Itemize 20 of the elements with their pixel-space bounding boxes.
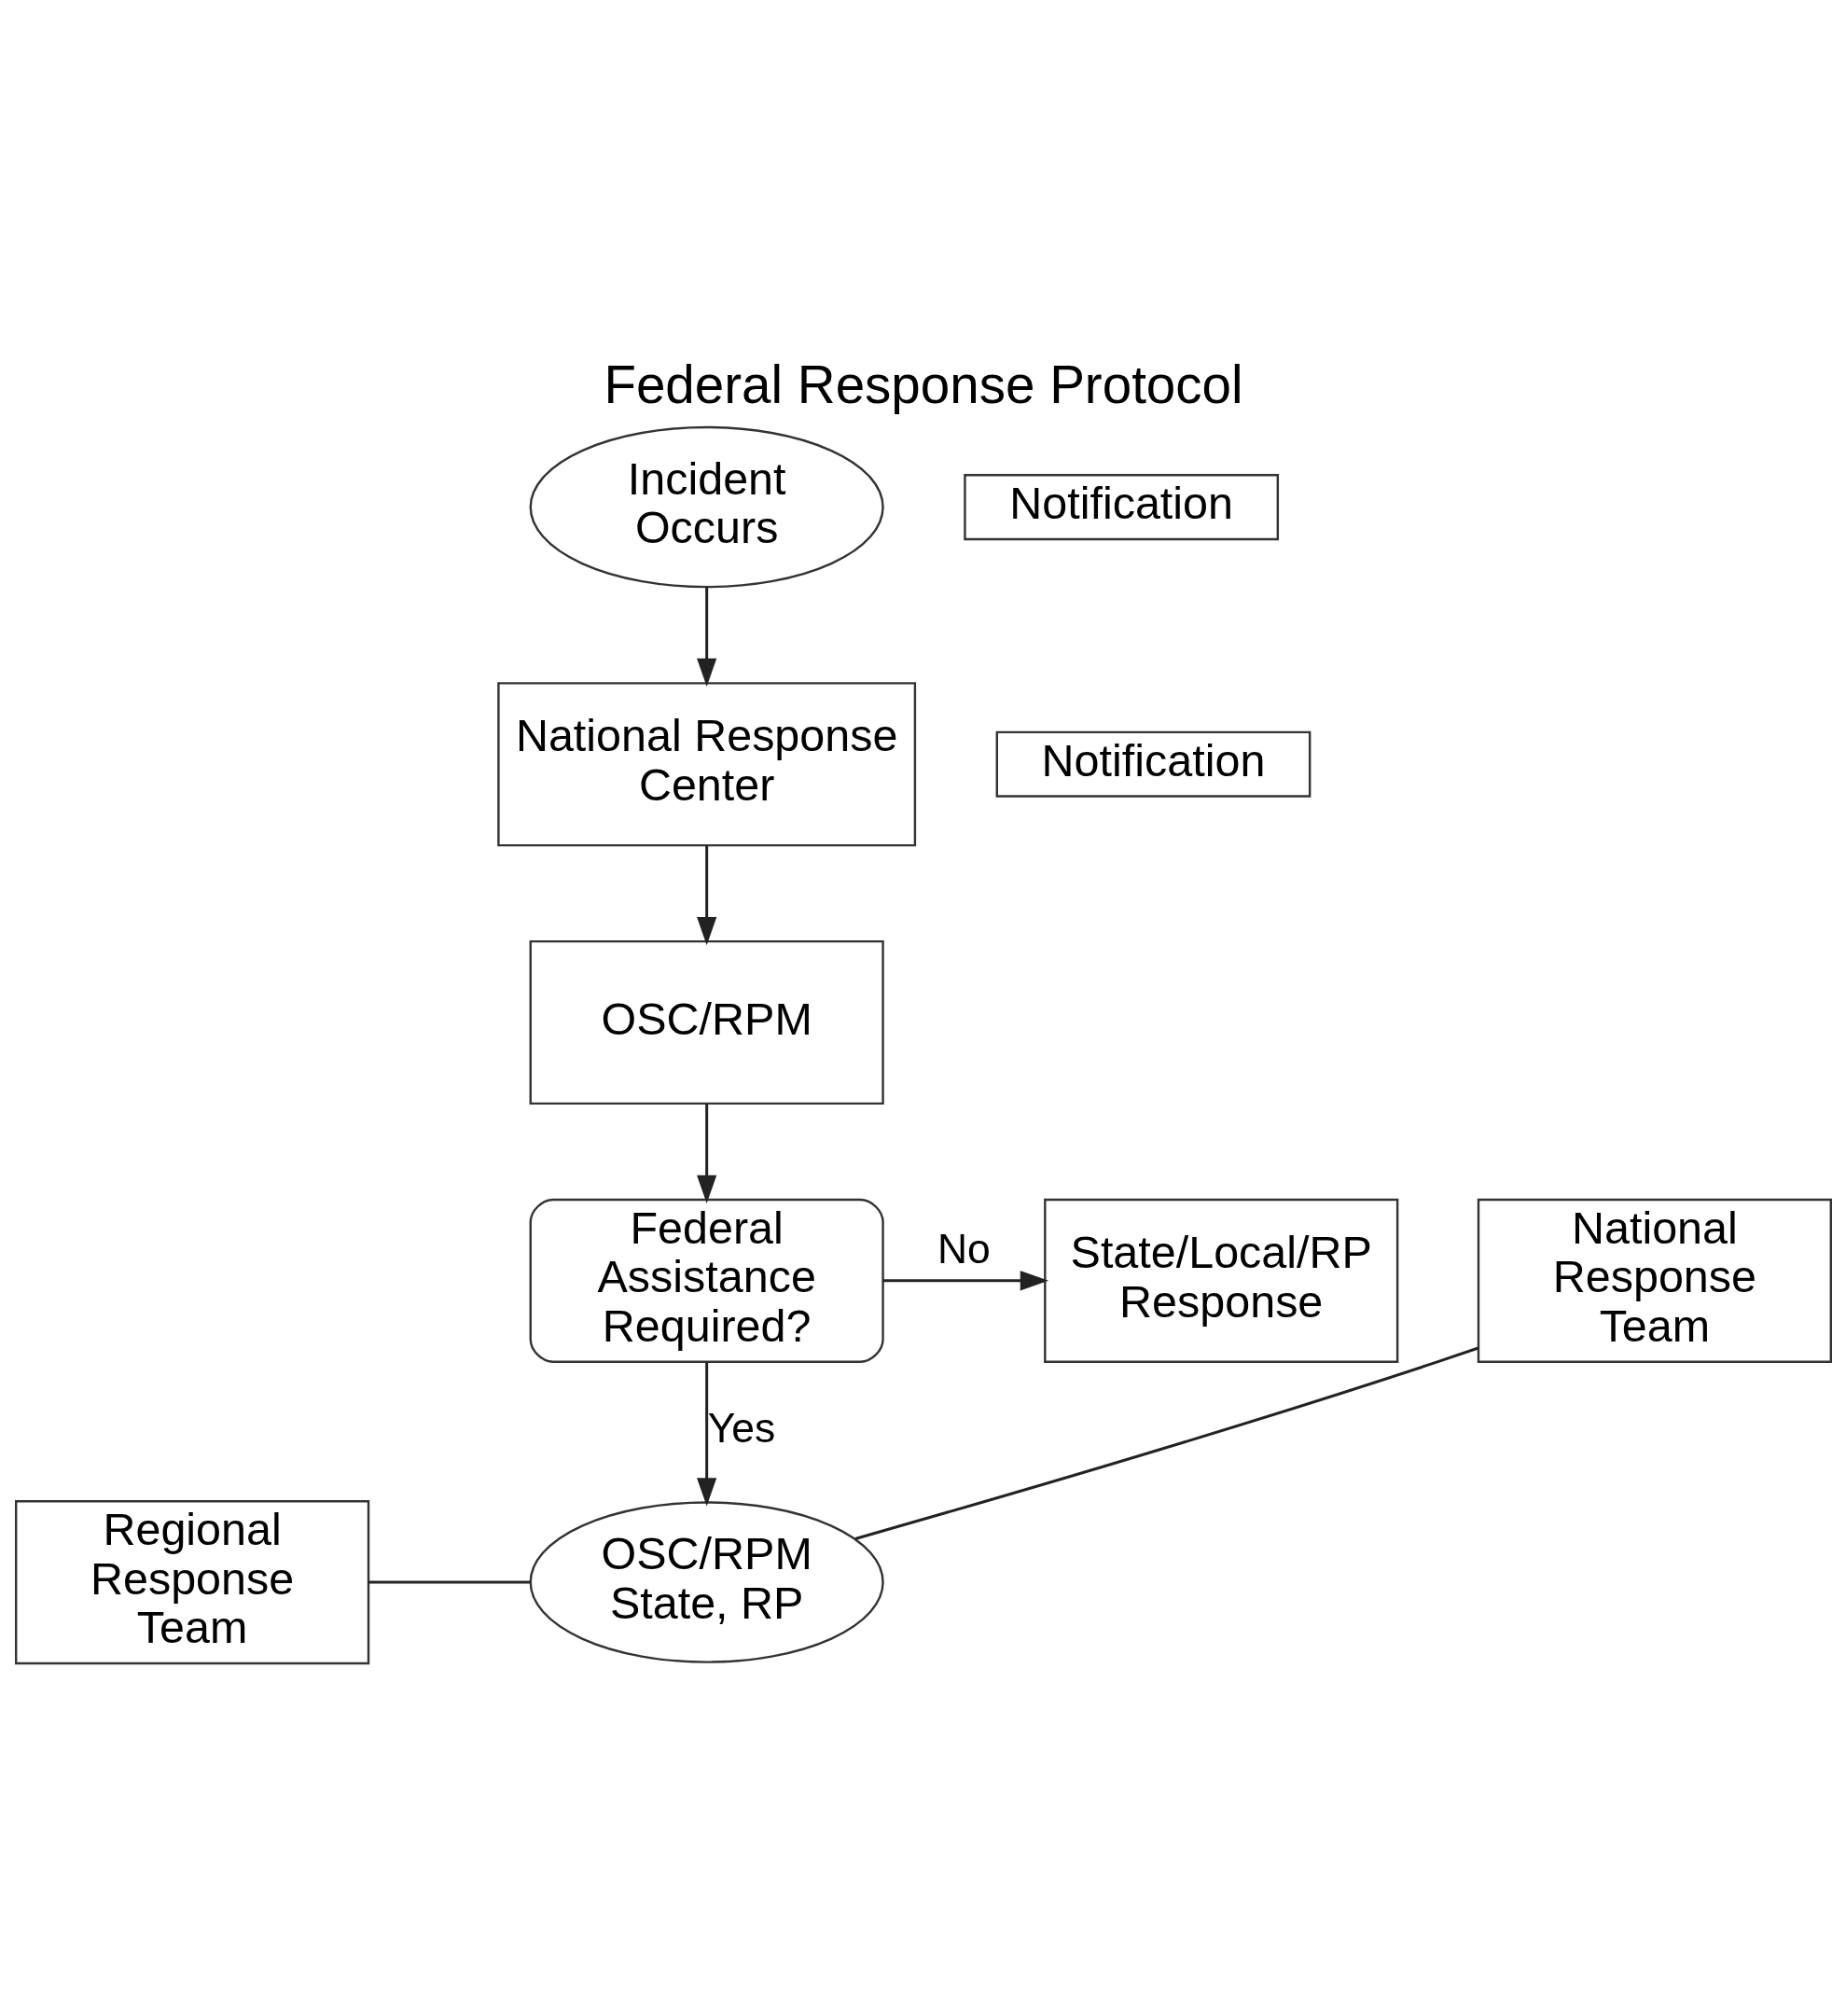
arrow <box>696 1104 716 1203</box>
connector <box>368 1580 531 1584</box>
node-ellipse: Incident Occurs <box>529 425 884 588</box>
node-box: OSC/RPM <box>529 939 884 1105</box>
node-box: National Response Center <box>496 681 916 846</box>
edge-label: Yes <box>707 1404 775 1451</box>
diagram-title: Federal Response Protocol <box>603 355 1243 414</box>
edge-label: No <box>937 1225 991 1272</box>
arrow <box>696 1361 716 1506</box>
node-box: State/Local/RP Response <box>1043 1198 1398 1363</box>
arrow <box>882 1270 1048 1290</box>
arrow <box>696 586 716 687</box>
node-box: Regional Response Team <box>14 1499 369 1664</box>
node-box: Notification <box>963 473 1279 540</box>
connector <box>854 1346 1478 1540</box>
node-box: Notification <box>995 730 1311 798</box>
arrow <box>696 845 716 945</box>
node-ellipse: OSC/RPM State, RP <box>529 1500 884 1663</box>
node-box: National Response Team <box>1477 1198 1832 1363</box>
node-box: Federal Assistance Required? <box>529 1198 884 1363</box>
